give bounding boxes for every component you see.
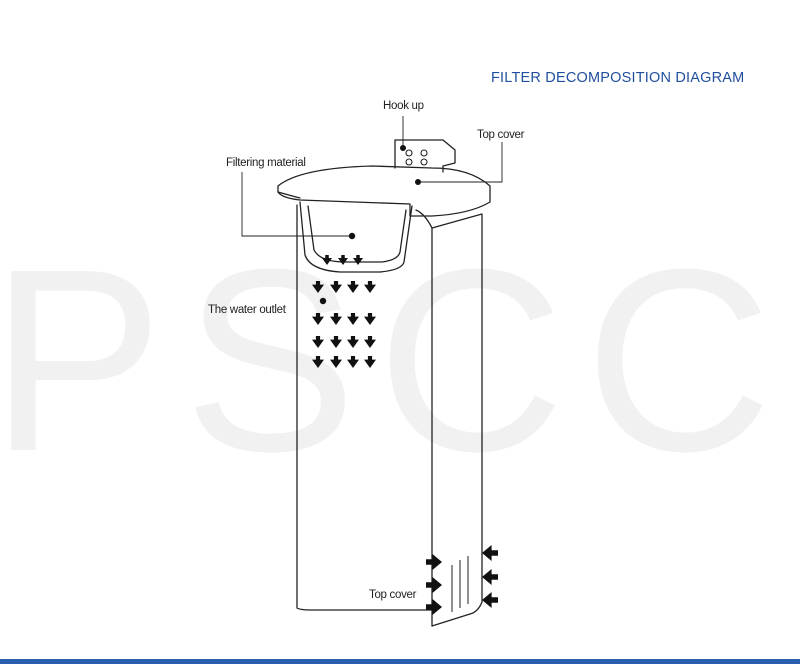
flow-arrow-down bbox=[312, 313, 324, 325]
flow-arrow-down bbox=[322, 255, 332, 265]
flow-arrow-right bbox=[426, 577, 442, 593]
diagram-title: FILTER DECOMPOSITION DIAGRAM bbox=[491, 70, 745, 86]
accent-bar bbox=[0, 659, 800, 664]
flow-arrow-down bbox=[347, 356, 359, 368]
flow-arrow-left bbox=[482, 592, 498, 608]
flow-arrow-down bbox=[312, 336, 324, 348]
flow-arrow-down bbox=[330, 356, 342, 368]
top-cover-shape bbox=[277, 165, 491, 217]
flow-arrow-down bbox=[312, 356, 324, 368]
filter-body bbox=[296, 204, 433, 611]
flow-arrow-down bbox=[330, 281, 342, 293]
flow-arrow-down bbox=[364, 281, 376, 293]
dot-top-cover bbox=[415, 179, 421, 185]
flow-arrow-down bbox=[364, 313, 376, 325]
leader-top-cover bbox=[418, 142, 503, 183]
top-cover-rim bbox=[277, 191, 301, 199]
flow-arrow-right bbox=[426, 554, 442, 570]
flow-arrow-down bbox=[364, 336, 376, 348]
flow-arrow-right bbox=[426, 599, 442, 615]
filter-basket-inner bbox=[307, 205, 407, 263]
label-top-cover: Top cover bbox=[477, 129, 525, 141]
flow-arrow-down bbox=[347, 336, 359, 348]
label-filtering-material: Filtering material bbox=[226, 157, 306, 169]
flow-arrow-down bbox=[330, 336, 342, 348]
label-top-cover-bottom: Top cover bbox=[369, 589, 417, 601]
hook-shape bbox=[394, 139, 456, 173]
label-water-outlet: The water outlet bbox=[208, 304, 286, 316]
leader-filtering-material bbox=[241, 172, 352, 237]
hook-hole bbox=[405, 158, 413, 166]
outlet-arrows bbox=[312, 255, 376, 368]
flow-arrow-down bbox=[338, 255, 348, 265]
hook-hole bbox=[420, 149, 428, 157]
flow-arrow-left bbox=[482, 545, 498, 561]
vent-slits bbox=[451, 556, 469, 612]
flow-arrow-down bbox=[353, 255, 363, 265]
filter-basket bbox=[299, 201, 413, 273]
flow-arrow-down bbox=[347, 281, 359, 293]
hook-hole bbox=[420, 158, 428, 166]
flow-arrow-left bbox=[482, 569, 498, 585]
flow-arrow-down bbox=[312, 281, 324, 293]
filter-body-right-side bbox=[431, 213, 483, 627]
flow-arrow-down bbox=[330, 313, 342, 325]
watermark: PSCCC bbox=[0, 216, 800, 506]
label-hook-up: Hook up bbox=[383, 100, 424, 112]
dot-water-outlet bbox=[319, 297, 327, 305]
flow-arrow-down bbox=[364, 356, 376, 368]
dot-hook-up bbox=[400, 145, 406, 151]
intake-arrows bbox=[426, 545, 498, 615]
flow-arrow-down bbox=[347, 313, 359, 325]
dot-filtering-material bbox=[348, 232, 356, 240]
hook-hole bbox=[405, 149, 413, 157]
